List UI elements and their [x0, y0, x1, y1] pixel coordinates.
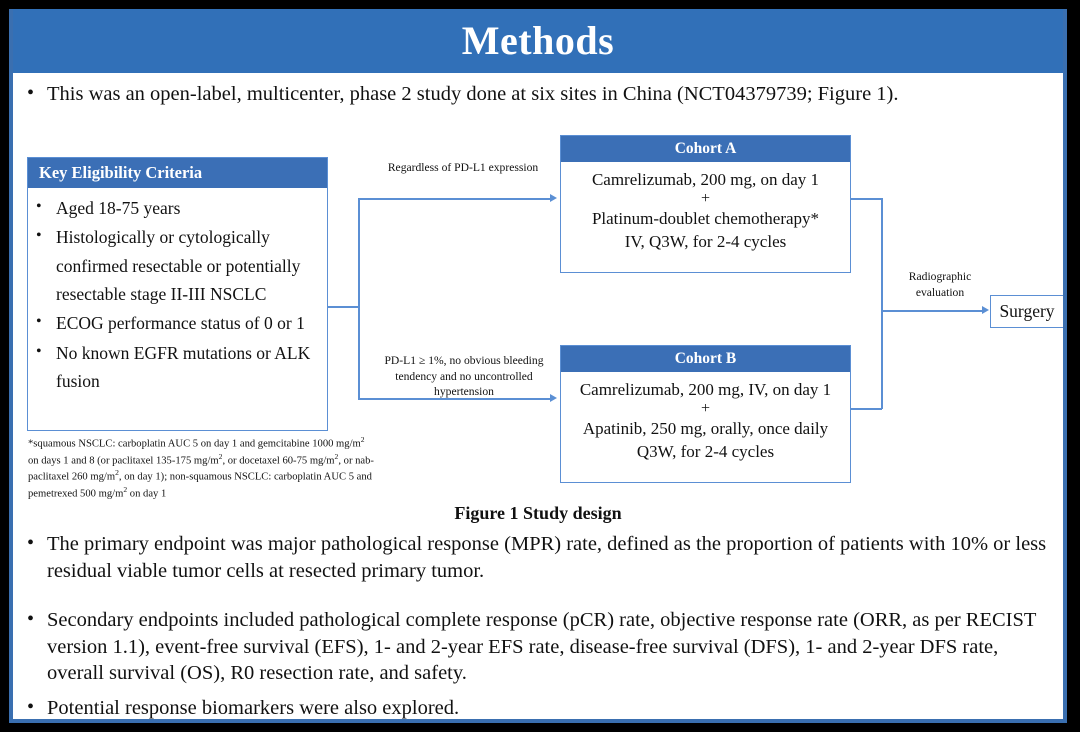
cohort-a-box: Cohort A Camrelizumab, 200 mg, on day 1 …: [560, 135, 851, 273]
eligibility-list: • Aged 18-75 years • Histologically or c…: [28, 188, 327, 395]
connector-to-cohort-b: [358, 398, 551, 400]
secondary-endpoint-text: Secondary endpoints included pathologica…: [47, 609, 1037, 685]
cohort-a-plus: +: [700, 190, 711, 208]
cohort-b-header: Cohort B: [561, 346, 850, 372]
intro-bullet: • This was an open-label, multicenter, p…: [27, 81, 1047, 108]
figure-caption: Figure 1 Study design: [454, 503, 622, 523]
primary-endpoint-text: The primary endpoint was major pathologi…: [47, 533, 1047, 582]
arrow-to-cohort-a-icon: [550, 193, 557, 202]
cohort-b-body: Camrelizumab, 200 mg, IV, on day 1 + Apa…: [561, 372, 850, 470]
bullet-marker: •: [27, 608, 35, 630]
arrow-to-cohort-b-icon: [550, 393, 557, 402]
connector-to-surgery: [881, 310, 984, 312]
connector-to-cohort-a: [358, 198, 551, 200]
intro-bullet-text: This was an open-label, multicenter, pha…: [47, 83, 899, 105]
eligibility-criteria-box: Key Eligibility Criteria • Aged 18-75 ye…: [27, 157, 328, 431]
connector-merge-trunk: [881, 198, 883, 409]
cohort-a-line-2: Platinum-doublet chemotherapy*: [591, 209, 820, 229]
title-banner: Methods: [13, 9, 1063, 73]
list-item: • No known EGFR mutations or ALK fusion: [36, 339, 321, 396]
slide-content-area: Methods • This was an open-label, multic…: [9, 9, 1067, 723]
cohort-a-line-1: Camrelizumab, 200 mg, on day 1: [591, 170, 820, 189]
list-item: • ECOG performance status of 0 or 1: [36, 309, 321, 337]
cohort-b-condition-label: PD-L1 ≥ 1%, no obvious bleeding tendency…: [384, 354, 544, 399]
cohort-b-line-3: Q3W, for 2-4 cycles: [636, 442, 775, 462]
chemotherapy-footnote: *squamous NSCLC: carboplatin AUC 5 on da…: [28, 435, 374, 500]
page-title: Methods: [461, 18, 615, 63]
eligibility-item-text: Aged 18-75 years: [56, 198, 181, 218]
arrow-to-surgery-icon: [982, 305, 989, 314]
connector-cohort-a-out: [851, 198, 882, 200]
list-item: • Histologically or cytologically confir…: [36, 223, 321, 308]
cohort-a-condition-label: Regardless of PD-L1 expression: [387, 161, 539, 174]
bullet-marker: •: [36, 313, 42, 331]
cohort-a-line-3: IV, Q3W, for 2-4 cycles: [624, 232, 787, 252]
radiographic-evaluation-label: Radiographic evaluation: [908, 270, 972, 299]
biomarker-bullet: • Potential response biomarkers were als…: [27, 695, 1049, 719]
connector-cohort-b-out: [851, 408, 882, 410]
study-design-diagram: Key Eligibility Criteria • Aged 18-75 ye…: [13, 113, 1063, 513]
cohort-a-body: Camrelizumab, 200 mg, on day 1 + Platinu…: [561, 162, 850, 260]
cohort-b-box: Cohort B Camrelizumab, 200 mg, IV, on da…: [560, 345, 851, 483]
bullet-marker: •: [27, 696, 35, 718]
bullet-marker: •: [27, 82, 35, 104]
biomarker-text: Potential response biomarkers were also …: [47, 697, 460, 719]
bullet-marker: •: [27, 532, 35, 554]
cohort-b-line-1: Camrelizumab, 200 mg, IV, on day 1: [579, 380, 832, 399]
cohort-a-header: Cohort A: [561, 136, 850, 162]
eligibility-item-text: ECOG performance status of 0 or 1: [56, 313, 305, 334]
list-item: • Aged 18-75 years: [36, 194, 321, 222]
bullet-marker: •: [36, 227, 42, 245]
secondary-endpoint-bullet: • Secondary endpoints included pathologi…: [27, 607, 1049, 687]
cohort-b-plus: +: [700, 400, 711, 418]
cohort-b-line-2: Apatinib, 250 mg, orally, once daily: [582, 419, 829, 439]
bullet-marker: •: [36, 342, 42, 360]
connector-split-trunk: [358, 198, 360, 398]
eligibility-item-text: Histologically or cytologically confirme…: [56, 227, 301, 305]
surgery-box: Surgery: [990, 295, 1063, 328]
eligibility-header: Key Eligibility Criteria: [28, 158, 327, 188]
connector-eligibility-stub: [328, 306, 359, 308]
primary-endpoint-bullet: • The primary endpoint was major patholo…: [27, 531, 1049, 584]
eligibility-item-text: No known EGFR mutations or ALK fusion: [56, 342, 311, 392]
bullet-marker: •: [36, 198, 42, 215]
